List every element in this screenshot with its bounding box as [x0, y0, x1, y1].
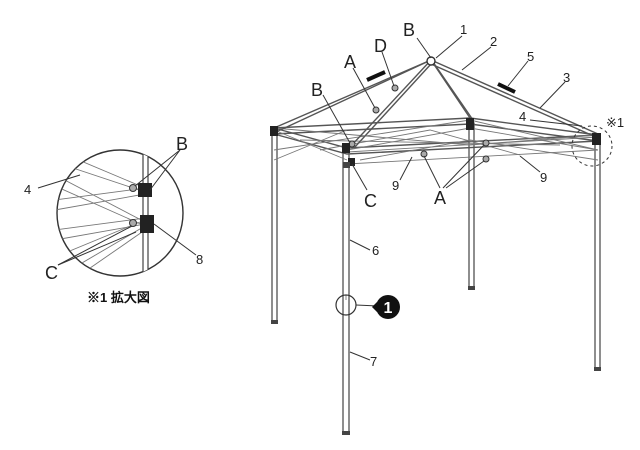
label-a-joints: A [434, 188, 446, 208]
label-part-9-right: 9 [540, 170, 547, 185]
inset-joint-b [129, 184, 137, 192]
label-part-1: 1 [460, 22, 467, 37]
rib-sleeve-left [366, 70, 386, 82]
leg-front-left [342, 146, 350, 435]
joint-a-rib [372, 106, 380, 114]
roof-ribs [273, 59, 599, 149]
main-labels: B 1 2 5 3 4 ※1 A D B C 9 A 9 6 7 [311, 20, 624, 369]
label-b-apex: B [403, 20, 415, 40]
joint-a-2 [482, 139, 490, 147]
corner-bracket-front-right [592, 133, 601, 145]
label-d: D [374, 36, 387, 56]
leg-back-left [271, 132, 278, 324]
label-a-rib: A [344, 52, 356, 72]
foot-front-left [342, 431, 350, 435]
rib-sleeve-right [497, 82, 516, 94]
circled-number-badge: 1 [372, 295, 400, 319]
leader-lines [322, 35, 583, 361]
joint-a-3 [482, 155, 490, 163]
inset-bracket-slider [140, 215, 154, 233]
inset-caption: ※1 拡大図 [87, 290, 150, 305]
label-part-6: 6 [372, 243, 379, 258]
detail-inset: B 4 C 8 [24, 134, 203, 283]
badge-number: 1 [384, 300, 393, 317]
joint-d [391, 84, 399, 92]
detail-marker-circle [571, 125, 613, 167]
label-detail-ref: ※1 [606, 115, 624, 130]
label-part-9-left: 9 [392, 178, 399, 193]
inset-label-c: C [45, 263, 58, 283]
inset-label-8: 8 [196, 252, 203, 267]
leg-front-right [594, 134, 601, 371]
badge-pointer [372, 302, 377, 312]
foot-front-right [594, 367, 601, 371]
inset-bracket-top [138, 183, 152, 197]
inset-label-b: B [176, 134, 188, 154]
label-part-5: 5 [527, 49, 534, 64]
label-b-corner: B [311, 80, 323, 100]
label-part-7: 7 [370, 354, 377, 369]
inset-label-4: 4 [24, 182, 31, 197]
inset-joint-c [129, 219, 137, 227]
corner-bracket-back-right [466, 118, 474, 130]
foot-back-right [468, 286, 475, 290]
label-part-4: 4 [519, 109, 526, 124]
corner-bracket-front-left [342, 143, 350, 153]
tent-frame [270, 56, 613, 435]
slider-c [348, 158, 355, 166]
apex-cap [426, 56, 436, 66]
foot-back-left [271, 320, 278, 324]
label-part-3: 3 [563, 70, 570, 85]
label-c-slider: C [364, 191, 377, 211]
inset-circle [56, 149, 184, 277]
badge-circle [376, 295, 400, 319]
corner-bracket-back-left [270, 126, 278, 136]
label-part-2: 2 [490, 34, 497, 49]
